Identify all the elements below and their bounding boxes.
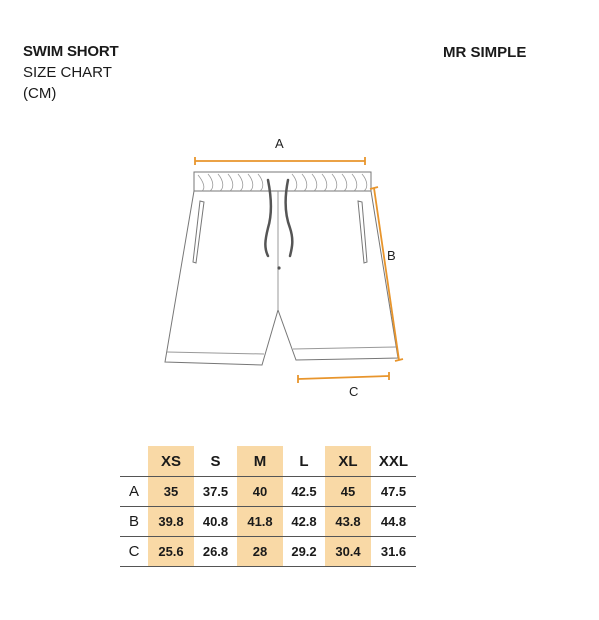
table-cell: 42.5 bbox=[283, 476, 325, 507]
snap-button bbox=[277, 266, 281, 270]
table-cell: 35 bbox=[148, 476, 194, 507]
row-label: B bbox=[120, 506, 148, 537]
table-cell: 44.8 bbox=[371, 506, 416, 537]
waistband bbox=[193, 171, 372, 192]
measure-c bbox=[297, 372, 390, 383]
left-pocket bbox=[192, 200, 205, 264]
measure-b bbox=[369, 186, 404, 362]
table-cell: 28 bbox=[237, 536, 283, 567]
table-row: A 35 37.5 40 42.5 45 47.5 bbox=[120, 476, 416, 507]
size-header: M bbox=[237, 446, 283, 477]
corner-cell bbox=[120, 446, 148, 477]
table-cell: 43.8 bbox=[325, 506, 371, 537]
drawstrings bbox=[264, 178, 294, 258]
table-cell: 25.6 bbox=[148, 536, 194, 567]
size-header: XXL bbox=[378, 452, 409, 470]
table-row: C 25.6 26.8 28 29.2 30.4 31.6 bbox=[120, 536, 416, 567]
size-header: L bbox=[299, 452, 309, 470]
size-table: XS S M L XL XXL A 35 37.5 40 42.5 45 47.… bbox=[120, 446, 416, 567]
table-cell: 31.6 bbox=[371, 536, 416, 567]
label-c: C bbox=[349, 384, 358, 399]
shorts-illustration bbox=[164, 171, 399, 366]
label-b: B bbox=[387, 248, 396, 263]
table-cell: 29.2 bbox=[283, 536, 325, 567]
size-header: S bbox=[210, 452, 221, 470]
table-cell: 37.5 bbox=[194, 476, 237, 507]
label-a: A bbox=[275, 136, 284, 151]
table-cell: 42.8 bbox=[283, 506, 325, 537]
right-pocket bbox=[357, 200, 368, 264]
size-header-row: XS S M L XL XXL bbox=[120, 446, 416, 477]
table-cell: 45 bbox=[325, 476, 371, 507]
table-cell: 39.8 bbox=[148, 506, 194, 537]
table-cell: 30.4 bbox=[325, 536, 371, 567]
size-header: XL bbox=[325, 446, 371, 477]
size-header: XS bbox=[148, 446, 194, 477]
table-cell: 40 bbox=[237, 476, 283, 507]
product-title: SWIM SHORT bbox=[23, 43, 119, 60]
row-label: C bbox=[120, 536, 148, 567]
table-cell: 47.5 bbox=[371, 476, 416, 507]
size-chart-label: SIZE CHART bbox=[23, 64, 112, 81]
table-cell: 40.8 bbox=[194, 506, 237, 537]
measure-a bbox=[194, 157, 366, 165]
table-cell: 26.8 bbox=[194, 536, 237, 567]
row-label: A bbox=[120, 476, 148, 507]
table-row: B 39.8 40.8 41.8 42.8 43.8 44.8 bbox=[120, 506, 416, 537]
brand-name: MR SIMPLE bbox=[443, 44, 527, 61]
table-cell: 41.8 bbox=[237, 506, 283, 537]
unit-label: (CM) bbox=[23, 85, 57, 102]
swim-short-diagram: A B C bbox=[164, 136, 404, 399]
